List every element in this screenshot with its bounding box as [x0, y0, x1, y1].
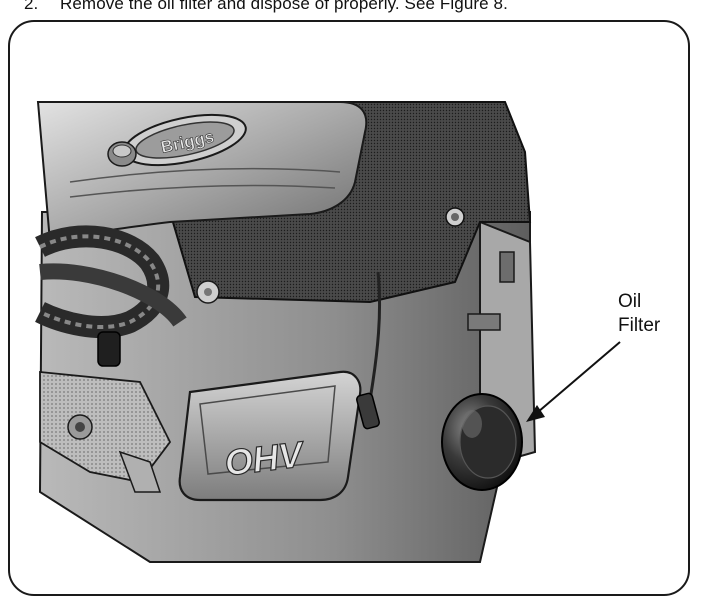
- hose-lower: [39, 263, 187, 327]
- oil-filter: [441, 393, 523, 491]
- step-number: 2.: [24, 0, 39, 13]
- drain-plug: [97, 331, 121, 367]
- engine-illustration: Briggs OHV: [35, 101, 621, 563]
- spark-plug-boot: [356, 392, 380, 430]
- callout-line-1: Oil: [618, 291, 642, 312]
- figure-frame: Briggs OHV: [8, 20, 690, 596]
- spark-plug-wire: [368, 271, 382, 401]
- step-text: Remove the oil filter and dispose of pro…: [60, 0, 508, 13]
- oil-filter-callout: Oil Filter: [618, 290, 660, 338]
- callout-arrowhead: [526, 405, 545, 422]
- callout-line-2: Filter: [618, 315, 661, 336]
- valve-cover: [178, 370, 362, 502]
- instruction-step: 2. Remove the oil filter and dispose of p…: [24, 0, 508, 14]
- callout-arrow-line: [537, 341, 621, 413]
